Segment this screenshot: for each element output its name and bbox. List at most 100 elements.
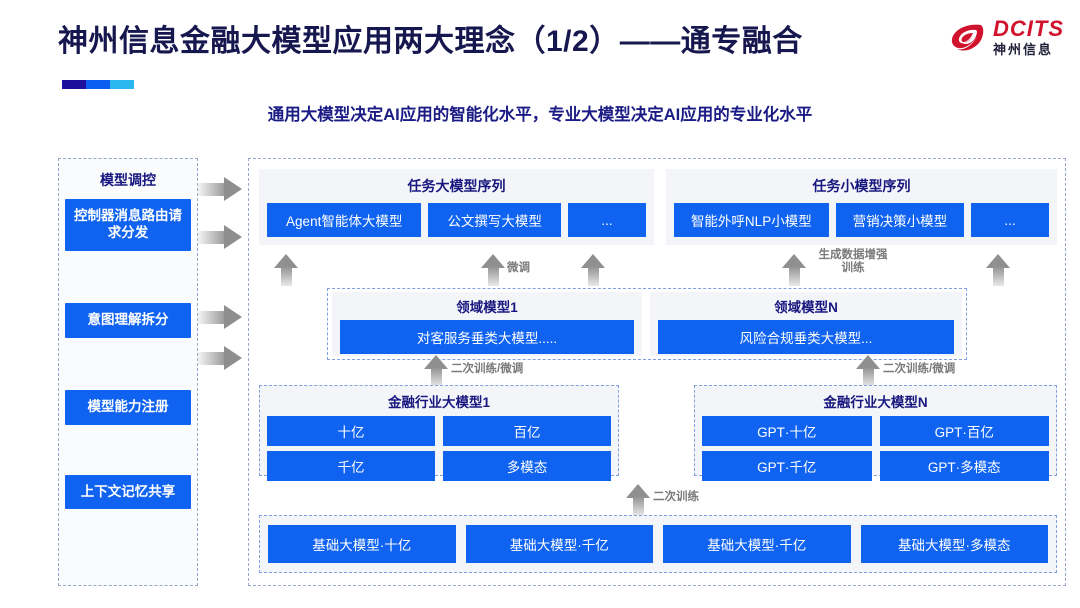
domain-model-band: 领域模型1 对客服务垂类大模型..... 领域模型N 风险合规垂类大模型... bbox=[327, 288, 967, 360]
task-small-model-chips: 智能外呼NLP小模型 营销决策小模型 ... bbox=[674, 203, 1050, 237]
industry-1-box-4[interactable]: 多模态 bbox=[443, 451, 611, 481]
arrow-label-retrain-finetune-left: 二次训练/微调 bbox=[451, 363, 524, 375]
arrow-shaft bbox=[863, 367, 874, 387]
task-big-model-chips: Agent智能体大模型 公文撰写大模型 ... bbox=[267, 203, 646, 237]
industry-model-n: 金融行业大模型N GPT·十亿 GPT·百亿 GPT·千亿 GPT·多模态 bbox=[694, 385, 1057, 481]
industry-n-box-4[interactable]: GPT·多模态 bbox=[879, 451, 1049, 481]
flow-arrow-up-retrain-right bbox=[856, 355, 880, 387]
domain-model-1-title: 领域模型1 bbox=[456, 300, 518, 315]
flow-arrow-right-2 bbox=[198, 225, 242, 249]
arrow-shaft bbox=[789, 266, 800, 286]
logo-text: DCITS 神州信息 bbox=[993, 16, 1064, 57]
arrow-head bbox=[224, 225, 242, 249]
chip-agent-model[interactable]: Agent智能体大模型 bbox=[267, 203, 422, 237]
logo-swirl-icon bbox=[948, 18, 986, 56]
domain-model-n: 领域模型N 风险合规垂类大模型... bbox=[650, 292, 962, 356]
flow-arrow-up-finetune bbox=[481, 254, 505, 286]
control-item-router[interactable]: 控制器消息路由请求分发 bbox=[65, 199, 191, 251]
industry-n-box-1[interactable]: GPT·十亿 bbox=[702, 416, 872, 446]
page-title: 神州信息金融大模型应用两大理念（1/2）——通专融合 bbox=[58, 25, 803, 58]
arrow-label-retrain-finetune-right: 二次训练/微调 bbox=[883, 363, 956, 375]
industry-model-1-boxes: 十亿 百亿 千亿 多模态 bbox=[267, 416, 611, 481]
arrow-shaft bbox=[431, 367, 442, 387]
industry-model-n-boxes: GPT·十亿 GPT·百亿 GPT·千亿 GPT·多模态 bbox=[702, 416, 1049, 481]
arrow-shaft bbox=[198, 311, 225, 324]
industry-model-n-title: 金融行业大模型N bbox=[823, 395, 928, 410]
arrow-label-retrain: 二次训练 bbox=[653, 491, 699, 503]
accent-segment-3 bbox=[110, 80, 134, 89]
flow-arrow-up-to-small-tasks bbox=[581, 254, 605, 286]
arrow-head bbox=[274, 254, 298, 268]
arrow-shaft bbox=[633, 496, 644, 516]
page-subtitle: 通用大模型决定AI应用的智能化水平，专业大模型决定AI应用的专业化水平 bbox=[267, 106, 813, 124]
control-panel: 模型调控 控制器消息路由请求分发 意图理解拆分 模型能力注册 上下文记忆共享 bbox=[58, 158, 198, 586]
base-model-box-2[interactable]: 基础大模型·千亿 bbox=[465, 525, 653, 563]
accent-segment-1 bbox=[62, 80, 86, 89]
arrow-head bbox=[224, 177, 242, 201]
industry-n-box-2[interactable]: GPT·百亿 bbox=[879, 416, 1049, 446]
architecture-diagram: 任务大模型序列 Agent智能体大模型 公文撰写大模型 ... 任务小模型序列 … bbox=[248, 158, 1066, 586]
arrow-shaft bbox=[993, 266, 1004, 286]
flow-arrow-up-retrain bbox=[626, 484, 650, 516]
industry-model-1: 金融行业大模型1 十亿 百亿 千亿 多模态 bbox=[259, 385, 619, 481]
base-model-box-4[interactable]: 基础大模型·多模态 bbox=[860, 525, 1048, 563]
arrow-head bbox=[424, 355, 448, 369]
industry-1-box-1[interactable]: 十亿 bbox=[267, 416, 435, 446]
arrow-shaft bbox=[198, 183, 225, 196]
flow-arrow-right-4 bbox=[198, 346, 242, 370]
control-panel-title: 模型调控 bbox=[100, 172, 156, 188]
flow-arrow-up-to-big-tasks bbox=[274, 254, 298, 286]
arrow-head bbox=[856, 355, 880, 369]
chip-more-small[interactable]: ... bbox=[971, 203, 1050, 237]
domain-model-1-box[interactable]: 对客服务垂类大模型..... bbox=[340, 320, 634, 354]
base-model-band: 基础大模型·十亿 基础大模型·千亿 基础大模型·千亿 基础大模型·多模态 bbox=[259, 515, 1057, 573]
arrow-shaft bbox=[588, 266, 599, 286]
arrow-head bbox=[986, 254, 1010, 268]
arrow-shaft bbox=[198, 352, 225, 365]
domain-model-n-box[interactable]: 风险合规垂类大模型... bbox=[658, 320, 954, 354]
control-item-intent[interactable]: 意图理解拆分 bbox=[65, 302, 191, 338]
logo-text-cn: 神州信息 bbox=[993, 42, 1054, 57]
accent-bar bbox=[62, 80, 134, 89]
base-model-box-1[interactable]: 基础大模型·十亿 bbox=[268, 525, 456, 563]
industry-model-1-title: 金融行业大模型1 bbox=[387, 395, 490, 410]
arrow-head bbox=[581, 254, 605, 268]
base-model-box-3[interactable]: 基础大模型·千亿 bbox=[663, 525, 851, 563]
accent-segment-2 bbox=[86, 80, 110, 89]
chip-document-writing-model[interactable]: 公文撰写大模型 bbox=[428, 203, 561, 237]
arrow-shaft bbox=[198, 231, 225, 244]
industry-1-box-3[interactable]: 千亿 bbox=[267, 451, 435, 481]
flow-arrow-up-data-augment bbox=[782, 254, 806, 286]
arrow-head bbox=[224, 346, 242, 370]
task-small-model-title: 任务小模型序列 bbox=[812, 178, 911, 194]
flow-arrow-up-to-small-tasks-2 bbox=[986, 254, 1010, 286]
arrow-head bbox=[626, 484, 650, 498]
spacer bbox=[65, 251, 191, 303]
spacer bbox=[65, 425, 191, 475]
flow-arrow-right-1 bbox=[198, 177, 242, 201]
task-big-model-sequence: 任务大模型序列 Agent智能体大模型 公文撰写大模型 ... bbox=[259, 169, 654, 245]
task-big-model-title: 任务大模型序列 bbox=[407, 178, 506, 194]
flow-arrow-right-3 bbox=[198, 305, 242, 329]
arrow-label-data-augment: 生成数据增强 训练 bbox=[818, 249, 888, 275]
dcits-logo: DCITS 神州信息 bbox=[948, 18, 1064, 56]
arrow-shaft bbox=[281, 266, 292, 286]
arrow-shaft bbox=[488, 266, 499, 286]
flow-arrow-up-retrain-left bbox=[424, 355, 448, 387]
industry-1-box-2[interactable]: 百亿 bbox=[443, 416, 611, 446]
spacer bbox=[65, 338, 191, 390]
chip-outbound-nlp-model[interactable]: 智能外呼NLP小模型 bbox=[674, 203, 829, 237]
domain-model-n-title: 领域模型N bbox=[774, 300, 838, 315]
arrow-head bbox=[224, 305, 242, 329]
task-small-model-sequence: 任务小模型序列 智能外呼NLP小模型 营销决策小模型 ... bbox=[666, 169, 1057, 245]
control-item-context[interactable]: 上下文记忆共享 bbox=[65, 474, 191, 510]
control-item-registry[interactable]: 模型能力注册 bbox=[65, 389, 191, 425]
logo-text-en: DCITS bbox=[993, 16, 1064, 41]
arrow-head bbox=[481, 254, 505, 268]
industry-n-box-3[interactable]: GPT·千亿 bbox=[702, 451, 872, 481]
arrow-label-finetune: 微调 bbox=[507, 262, 530, 274]
domain-model-1: 领域模型1 对客服务垂类大模型..... bbox=[332, 292, 642, 356]
arrow-head bbox=[782, 254, 806, 268]
chip-more-big[interactable]: ... bbox=[568, 203, 646, 237]
chip-marketing-decision-model[interactable]: 营销决策小模型 bbox=[835, 203, 965, 237]
